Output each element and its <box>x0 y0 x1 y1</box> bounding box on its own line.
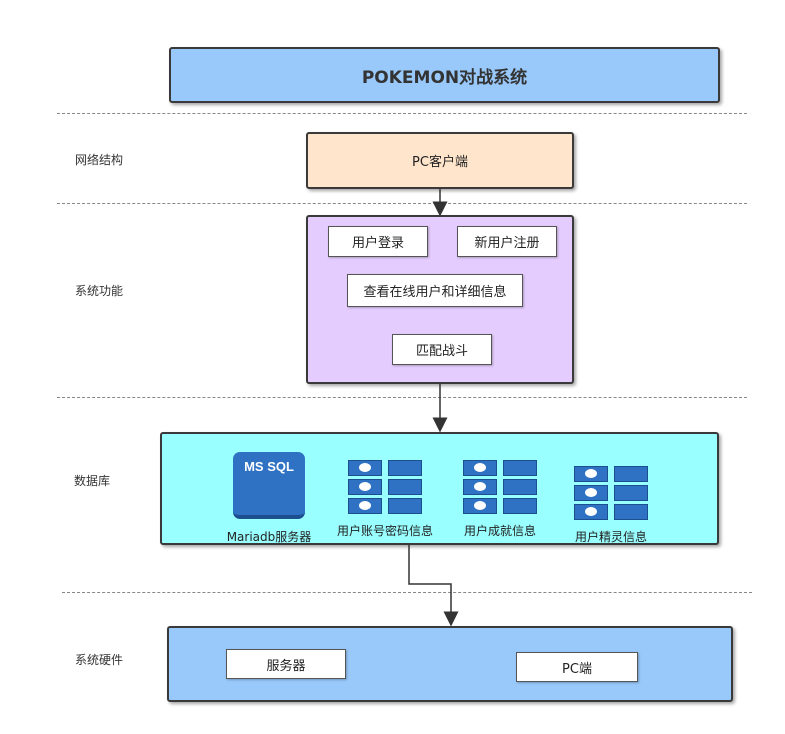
separator-3 <box>57 397 747 398</box>
separator-1 <box>57 113 747 114</box>
arrow-database-to-hardware <box>408 545 459 627</box>
table-stack-icon <box>574 466 648 522</box>
diagram-title: POKEMON对战系统 <box>361 67 528 88</box>
achievement-info-caption: 用户成就信息 <box>463 524 536 538</box>
server-node: 服务器 <box>226 649 346 679</box>
table-stack-icon <box>463 460 537 516</box>
title-box: POKEMON对战系统 <box>169 47 720 103</box>
database-server-icon: MS SQL <box>233 452 305 519</box>
separator-2 <box>57 203 747 204</box>
layer-label-hardware: 系统硬件 <box>75 653 124 667</box>
pokemon-info-caption: 用户精灵信息 <box>574 530 647 544</box>
server-caption: Mariadb服务器 <box>226 530 312 544</box>
layer-label-network: 网络结构 <box>75 153 124 167</box>
view-online-node: 查看在线用户和详细信息 <box>347 274 523 307</box>
separator-4 <box>62 592 752 593</box>
mssql-icon-text: MS SQL <box>244 458 294 474</box>
layer-label-database: 数据库 <box>74 474 111 488</box>
register-node: 新用户注册 <box>457 226 557 257</box>
account-info-caption: 用户账号密码信息 <box>336 524 433 538</box>
match-node: 匹配战斗 <box>392 334 492 365</box>
pc-node: PC端 <box>516 652 638 682</box>
table-stack-icon <box>348 460 422 516</box>
login-node: 用户登录 <box>328 226 428 257</box>
pc-client-label: PC客户端 <box>412 155 468 170</box>
layer-label-function: 系统功能 <box>75 284 124 298</box>
pc-client-box: PC客户端 <box>306 132 574 189</box>
